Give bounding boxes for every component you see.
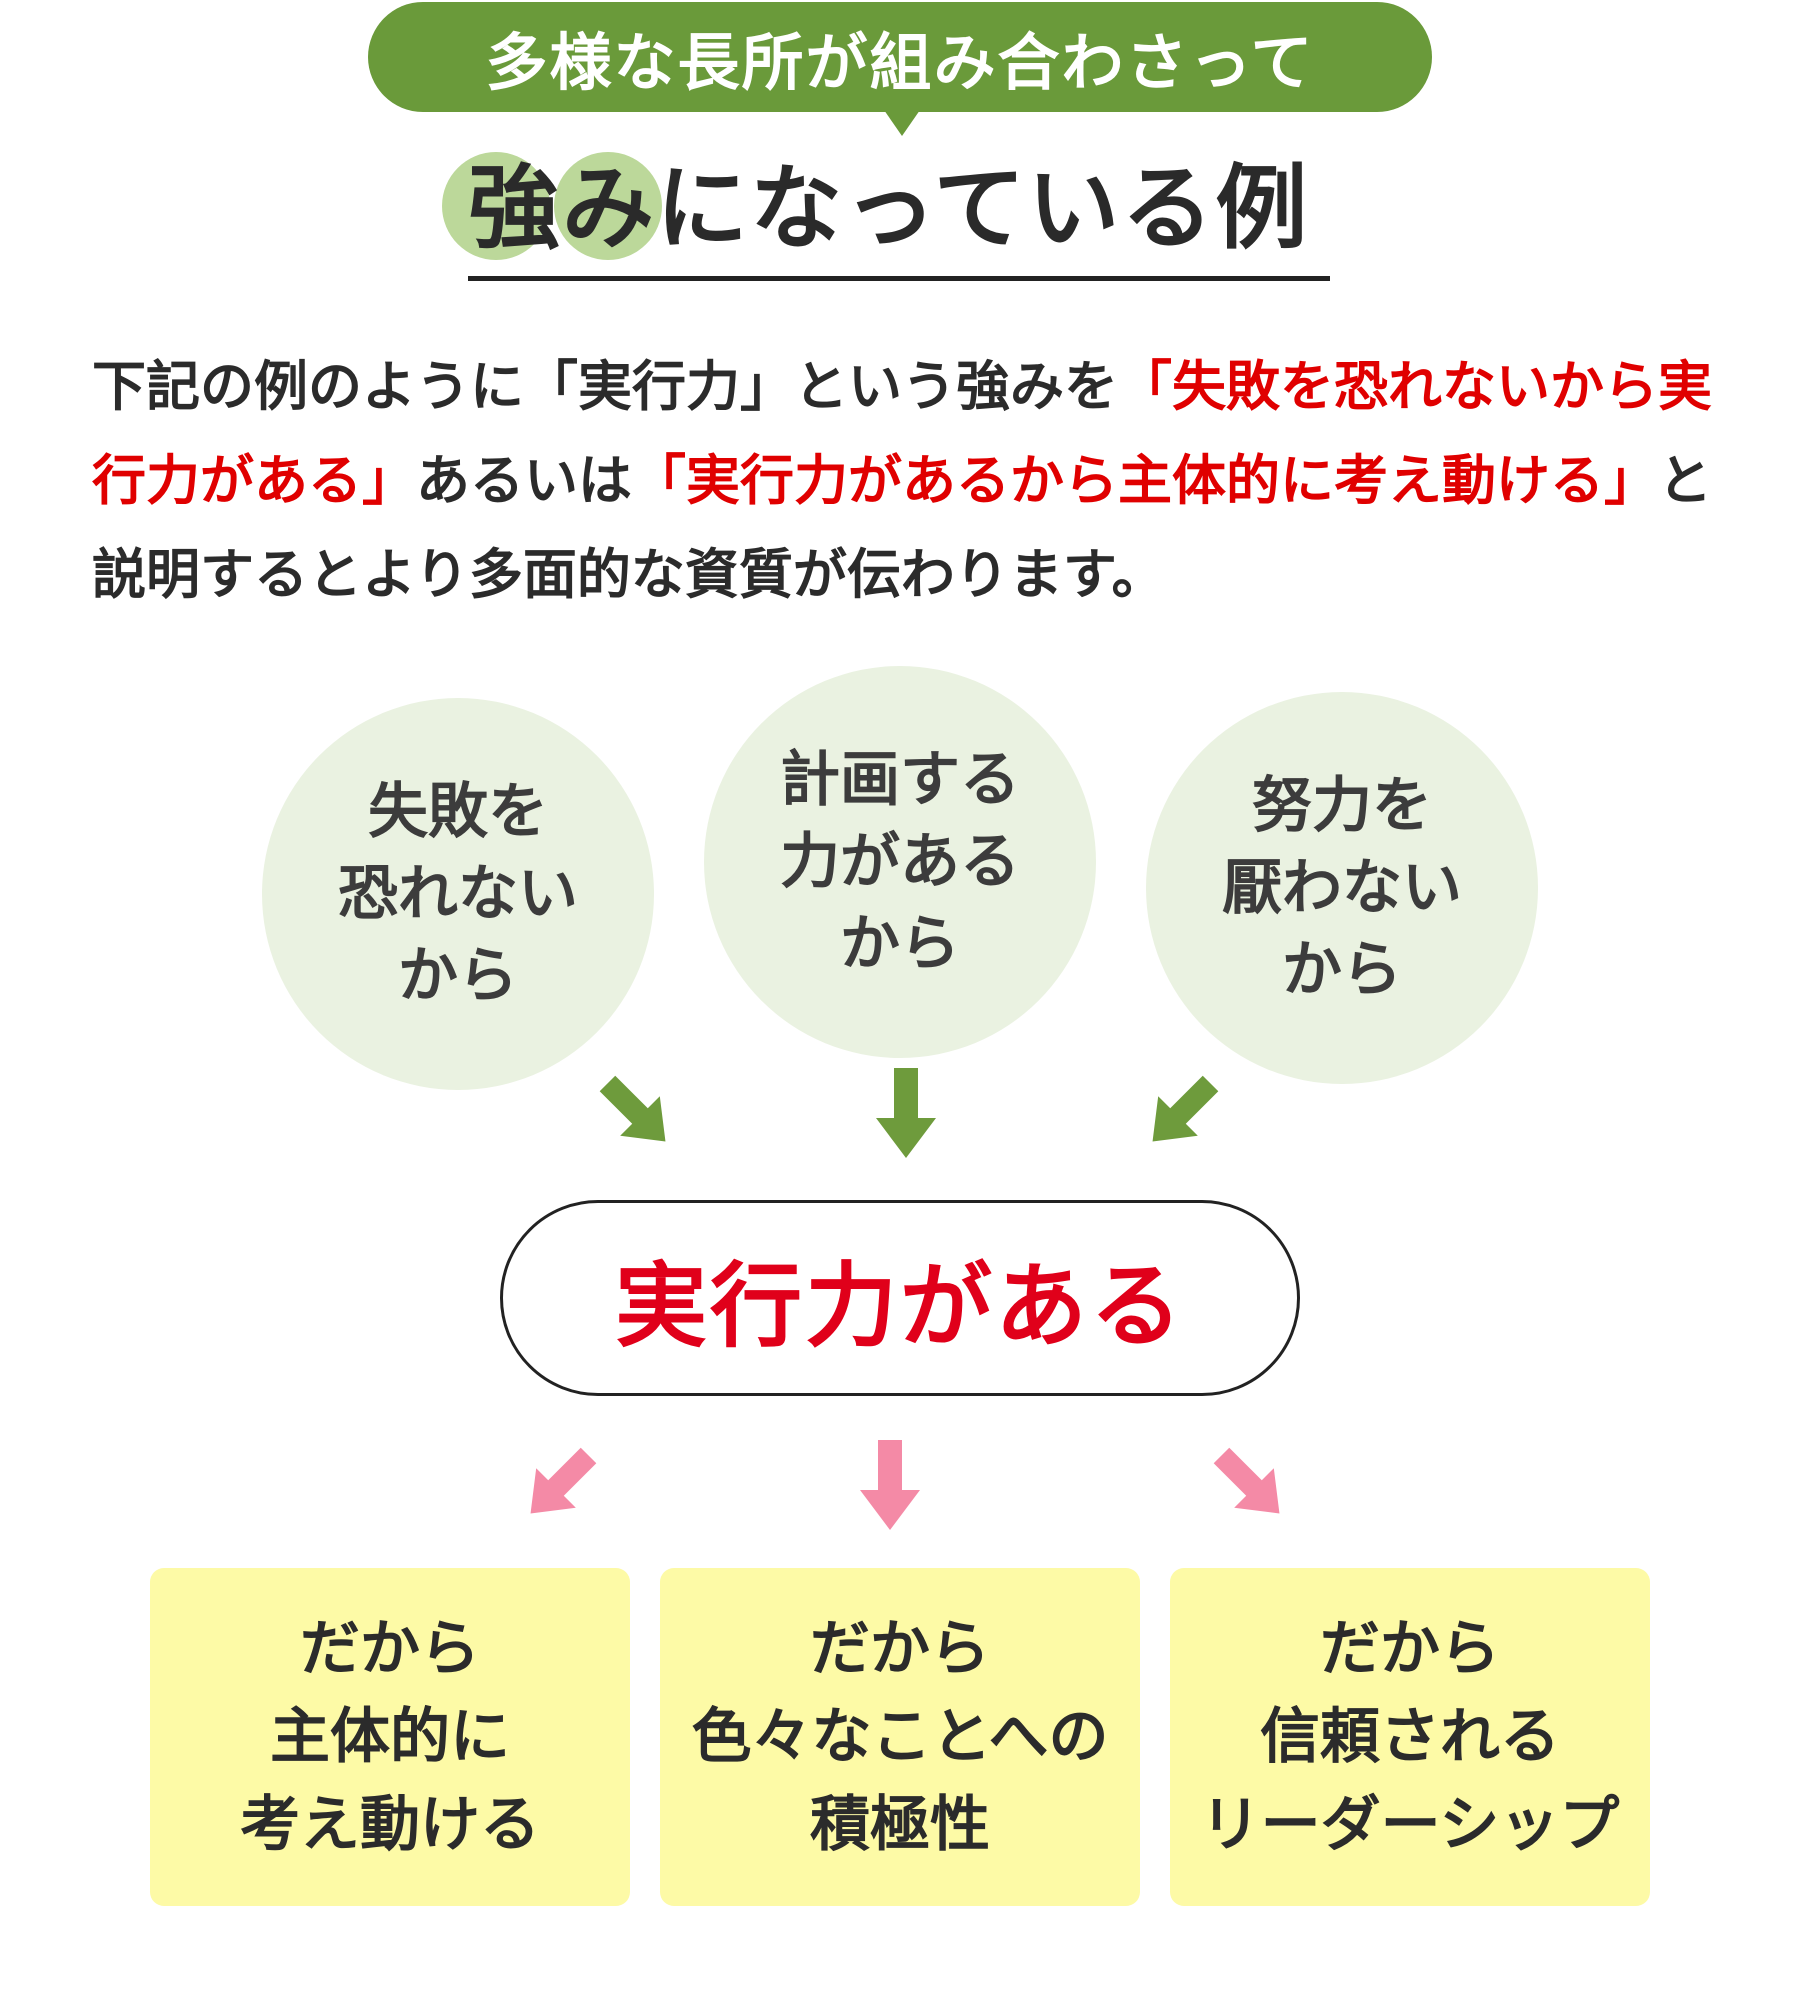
title-highlight-circle-1 <box>442 152 550 260</box>
desc-part-3: あるいは <box>416 449 632 512</box>
pink-arrow-right <box>1213 1447 1280 1514</box>
result-text-2: だから 色々なことへの 積極性 <box>691 1614 1109 1860</box>
result-box-1: だから 主体的に 考え動ける <box>150 1568 630 1906</box>
cause-circle-2: 計画する 力がある から <box>704 666 1096 1058</box>
cause-circle-1: 失敗を 恐れない から <box>262 698 654 1090</box>
center-strength-box: 実行力がある <box>500 1200 1300 1396</box>
result-text-1: だから 主体的に 考え動ける <box>240 1614 540 1860</box>
cause-text-2: 計画する 力がある から <box>780 745 1020 979</box>
center-strength-text: 実行力がある <box>614 1252 1185 1360</box>
title-underline <box>468 276 1330 281</box>
desc-part-4-red: 「実行力があるから主体的に考え動ける」 <box>632 449 1658 512</box>
cause-circle-3: 努力を 厭わない から <box>1146 692 1538 1084</box>
result-box-3: だから 信頼される リーダーシップ <box>1170 1568 1650 1906</box>
cause-text-3: 努力を 厭わない から <box>1222 771 1462 1005</box>
header-pill: 多様な長所が組み合わさって <box>368 2 1432 112</box>
desc-part-5: と説明するとより多面的な資質が伝わります。 <box>92 449 1712 606</box>
title-highlight-text: 強み <box>468 154 657 262</box>
pink-arrow-left <box>530 1447 597 1514</box>
title-rest-text: になっている例 <box>656 154 1310 262</box>
result-box-2: だから 色々なことへの 積極性 <box>660 1568 1140 1906</box>
cause-text-1: 失敗を 恐れない から <box>338 777 578 1011</box>
green-arrow-right <box>1152 1075 1219 1142</box>
pink-arrow-middle <box>860 1440 920 1530</box>
title-highlight-circle-2 <box>554 152 662 260</box>
desc-part-2-red: 「失敗を恐れないから実行力がある」 <box>92 355 1712 512</box>
page-title: 強みになっている例 <box>440 140 1309 262</box>
header-pill-tail <box>884 110 920 136</box>
header-pill-text: 多様な長所が組み合わさって <box>485 26 1315 99</box>
green-arrow-left <box>599 1075 666 1142</box>
green-arrow-middle <box>876 1068 936 1158</box>
desc-part-1: 下記の例のように「実行力」という強みを <box>92 355 1118 418</box>
result-text-3: だから 信頼される リーダーシップ <box>1200 1614 1620 1860</box>
description: 下記の例のように「実行力」という強みを「失敗を恐れないから実行力がある」あるいは… <box>92 340 1732 622</box>
